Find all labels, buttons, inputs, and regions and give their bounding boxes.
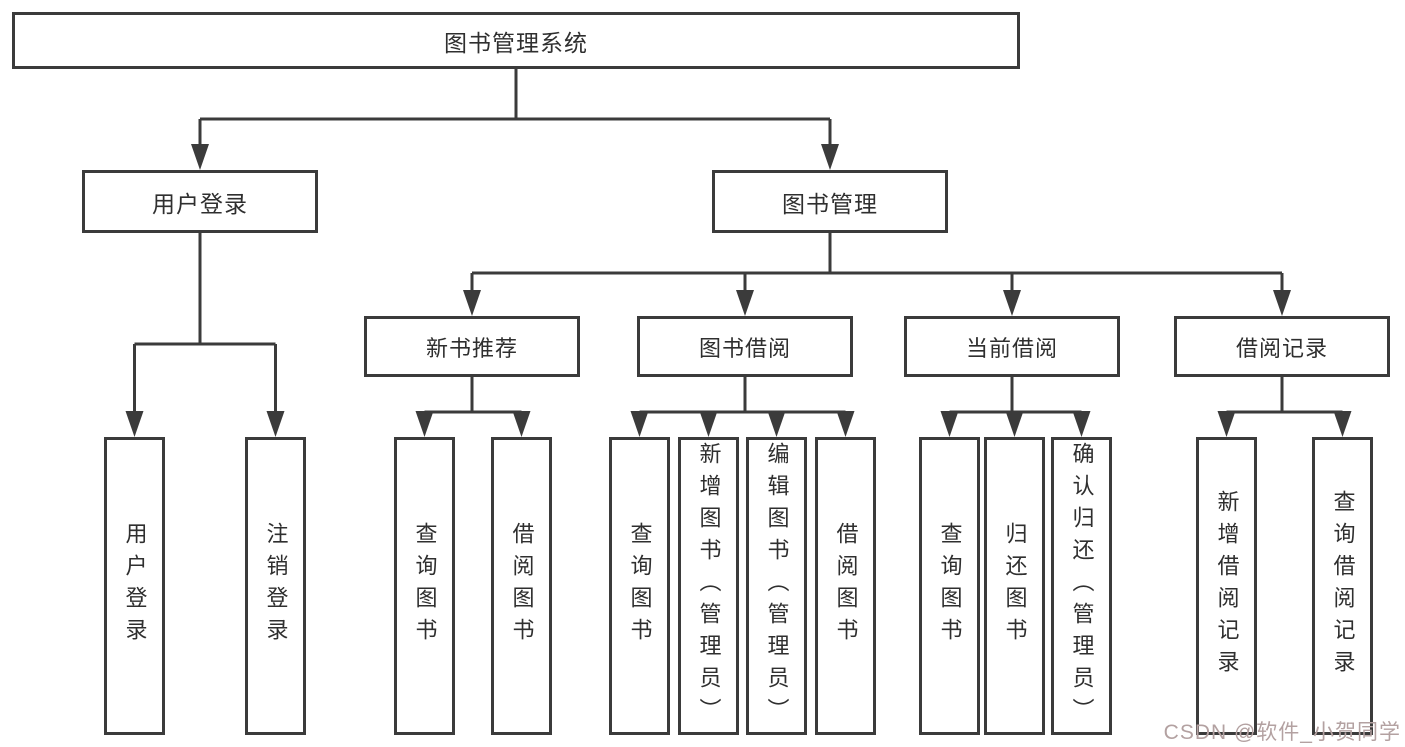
node-book-borrow: 图书借阅: [637, 316, 853, 377]
arrowheads: [125, 144, 1352, 437]
node-label: 确认归还（管理员）: [1069, 442, 1095, 730]
node-new-book-recommend: 新书推荐: [364, 316, 580, 377]
node-label: 新书推荐: [425, 335, 518, 361]
node-root-book-management-system: 图书管理系统: [12, 12, 1020, 69]
node-label: 借阅图书: [509, 522, 535, 650]
leaf-logout: 注销登录: [245, 437, 306, 735]
node-label: 当前借阅: [965, 335, 1058, 361]
node-current-borrow: 当前借阅: [904, 316, 1120, 377]
node-label: 新增借阅记录: [1214, 490, 1240, 682]
leaf-add-borrow-record: 新增借阅记录: [1196, 437, 1257, 735]
leaf-confirm-return-admin: 确认归还（管理员）: [1051, 437, 1112, 735]
node-label: 新增图书（管理员）: [696, 442, 722, 730]
node-label: 查询借阅记录: [1330, 490, 1356, 682]
node-label: 查询图书: [627, 522, 653, 650]
leaf-query-borrow-record: 查询借阅记录: [1312, 437, 1373, 735]
node-label: 用户登录: [122, 522, 148, 650]
leaf-borrow-book: 借阅图书: [815, 437, 876, 735]
node-label: 编辑图书（管理员）: [764, 442, 790, 730]
node-label: 注销登录: [263, 522, 289, 650]
node-label: 查询图书: [412, 522, 438, 650]
node-label: 图书借阅: [698, 335, 791, 361]
tree-edges: [133, 69, 1344, 425]
leaf-add-book-admin: 新增图书（管理员）: [678, 437, 739, 735]
leaf-borrow-book-recommend: 借阅图书: [491, 437, 552, 735]
node-label: 图书管理系统: [444, 29, 588, 56]
leaf-query-book-current: 查询图书: [919, 437, 980, 735]
node-borrow-records: 借阅记录: [1174, 316, 1390, 377]
node-label: 用户登录: [152, 190, 248, 217]
node-user-login: 用户登录: [82, 170, 318, 233]
leaf-query-book-borrow: 查询图书: [609, 437, 670, 735]
leaf-query-book-recommend: 查询图书: [394, 437, 455, 735]
node-label: 归还图书: [1002, 522, 1028, 650]
node-label: 借阅记录: [1235, 335, 1328, 361]
leaf-return-book: 归还图书: [984, 437, 1045, 735]
leaf-edit-book-admin: 编辑图书（管理员）: [746, 437, 807, 735]
leaf-user-login: 用户登录: [104, 437, 165, 735]
node-label: 借阅图书: [833, 522, 859, 650]
node-label: 查询图书: [937, 522, 963, 650]
node-book-management: 图书管理: [712, 170, 948, 233]
node-label: 图书管理: [782, 190, 878, 217]
